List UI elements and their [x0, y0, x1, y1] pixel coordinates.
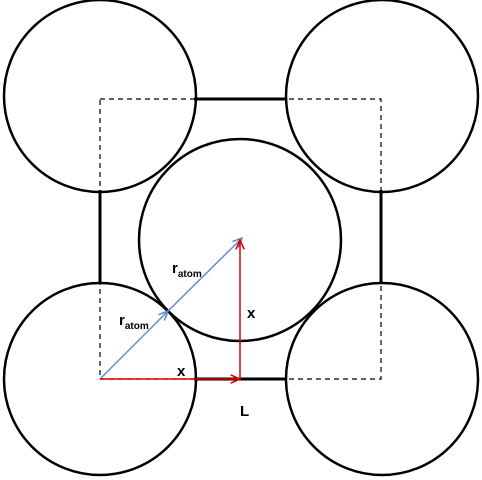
label-x-vertical: x: [247, 305, 256, 322]
label-r-atom-outer: ratom: [172, 260, 202, 280]
label-edge-length: L: [240, 403, 249, 420]
atom-top-right: [284, 0, 480, 194]
radius-vector-upper: [167, 238, 242, 312]
radius-vector-lower: [99, 311, 168, 380]
atom-top-left: [2, 0, 198, 194]
label-x-horizontal: x: [177, 363, 186, 380]
atom-bottom-right: [284, 281, 480, 477]
label-r-atom-inner: ratom: [119, 312, 149, 332]
